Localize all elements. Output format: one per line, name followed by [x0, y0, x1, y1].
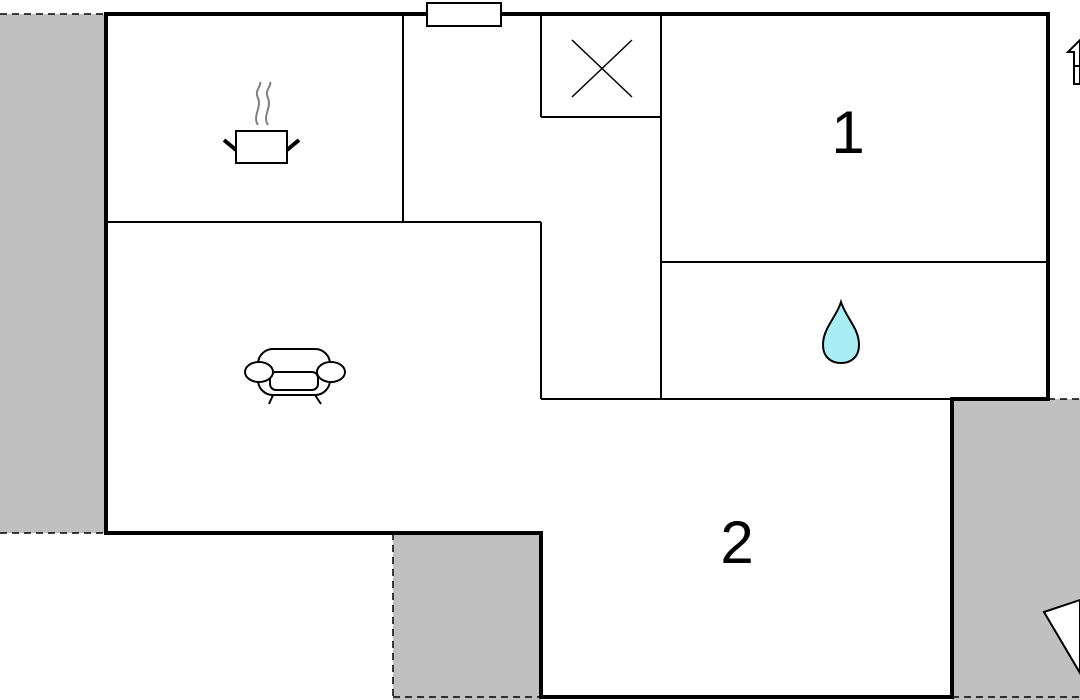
north-arrow-icon: [1042, 598, 1080, 675]
bottom-terrace: [392, 533, 541, 700]
left-terrace: [0, 13, 106, 534]
water-drop-icon: [821, 298, 861, 365]
window: [426, 2, 502, 27]
cross-icon: [571, 39, 633, 98]
exterior-walls: [104, 12, 1050, 699]
room-label-1: 1: [831, 99, 864, 166]
right-terrace: [952, 398, 1080, 700]
house-icon: [1065, 38, 1080, 85]
cooking-pot-icon: [222, 81, 301, 164]
interior-walls: [107, 14, 1048, 400]
room-label-2: 2: [720, 509, 753, 576]
armchair-icon: [244, 348, 346, 405]
